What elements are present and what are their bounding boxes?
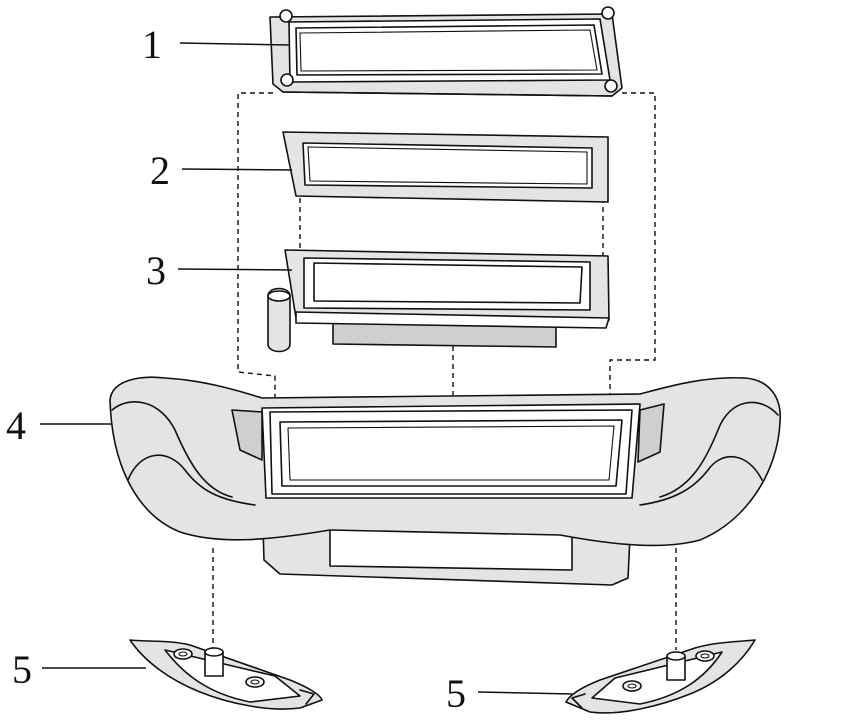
leader-lines [40, 42, 573, 695]
leader-line-3 [177, 268, 293, 271]
callout-5-left: 5 [12, 647, 32, 692]
part-1-top-frame [269, 6, 623, 97]
part-4-handle-housing [109, 376, 781, 586]
part-3-display-module [267, 249, 610, 353]
callout-4: 4 [6, 403, 26, 448]
leader-line-2 [181, 168, 293, 171]
callout-1: 1 [142, 22, 162, 67]
part-5-left-end-cap [129, 639, 323, 710]
callout-5-right: 5 [446, 671, 466, 716]
part-5-right-end-cap [565, 639, 756, 714]
leader-line-5-right [477, 691, 573, 695]
callout-3: 3 [146, 248, 166, 293]
callout-labels: 1 2 3 4 5 5 [6, 22, 466, 716]
leader-line-1 [179, 42, 291, 46]
callout-2: 2 [150, 148, 170, 193]
part-2-gasket [282, 131, 609, 203]
